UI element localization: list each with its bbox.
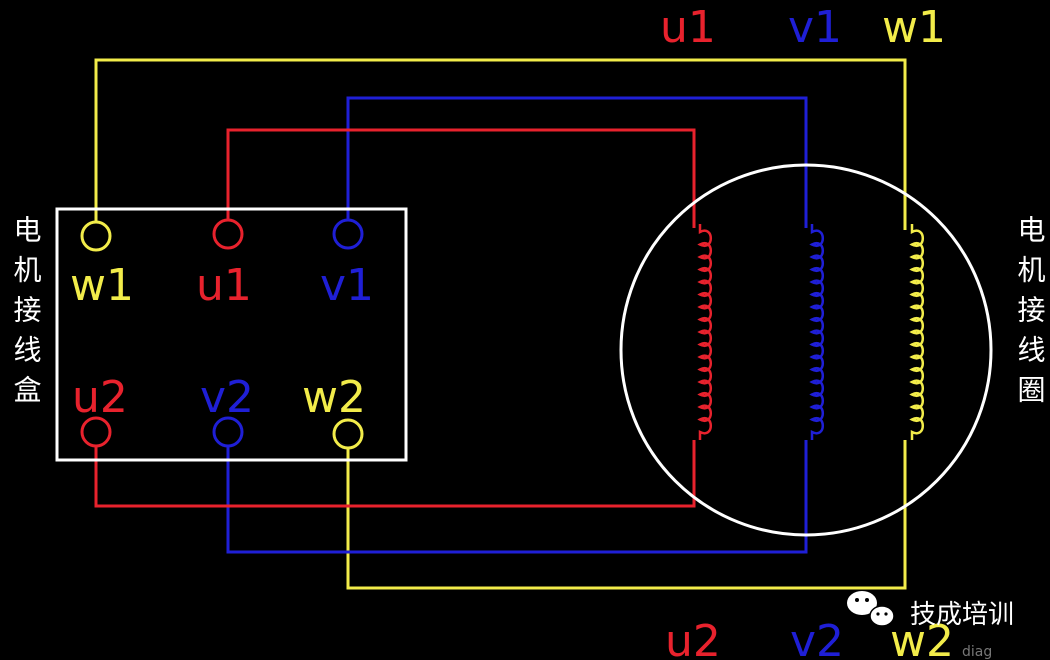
terminal-u2 — [80, 416, 112, 448]
coil-u — [697, 224, 713, 440]
coil-v — [809, 224, 825, 440]
terminal-box — [55, 207, 408, 462]
box-label-w1: w1 — [70, 260, 134, 311]
coil-title: 电机接线圈 — [1014, 215, 1047, 415]
wire-w-phase — [94, 58, 907, 590]
bottom-label-w2: w2 — [890, 616, 954, 660]
top-label-v1: v1 — [788, 2, 842, 53]
box-label-w2: w2 — [302, 372, 366, 423]
wire-v1 — [346, 96, 808, 228]
watermark: 技成培训 diag — [847, 591, 1014, 660]
box-label-u2: u2 — [72, 372, 128, 423]
terminal-w2 — [332, 418, 364, 450]
box-label-v1: v1 — [320, 260, 374, 311]
wire-v2 — [226, 440, 808, 554]
terminal-u1 — [212, 218, 244, 250]
terminal-v2 — [212, 416, 244, 448]
terminal-box-title: 电机接线盒 — [10, 215, 43, 415]
bottom-label-v2: v2 — [790, 616, 844, 660]
wire-w1 — [94, 58, 907, 230]
wechat-icon — [847, 591, 895, 627]
wire-v-phase — [226, 96, 808, 554]
top-label-w1: w1 — [882, 2, 946, 53]
watermark-text: 技成培训 — [910, 600, 1014, 630]
coil-w — [909, 224, 925, 440]
wire-u2 — [94, 440, 696, 508]
motor-circle — [619, 163, 993, 537]
box-label-u1: u1 — [196, 260, 252, 311]
terminal-v1 — [332, 218, 364, 250]
wire-w2 — [346, 440, 907, 590]
box-label-v2: v2 — [200, 372, 254, 423]
wire-u1 — [226, 128, 696, 228]
wire-u-phase — [94, 128, 696, 508]
watermark-faint-text: diag — [962, 644, 992, 660]
bottom-label-u2: u2 — [665, 616, 721, 660]
terminal-w1 — [80, 220, 112, 252]
top-label-u1: u1 — [660, 2, 716, 53]
